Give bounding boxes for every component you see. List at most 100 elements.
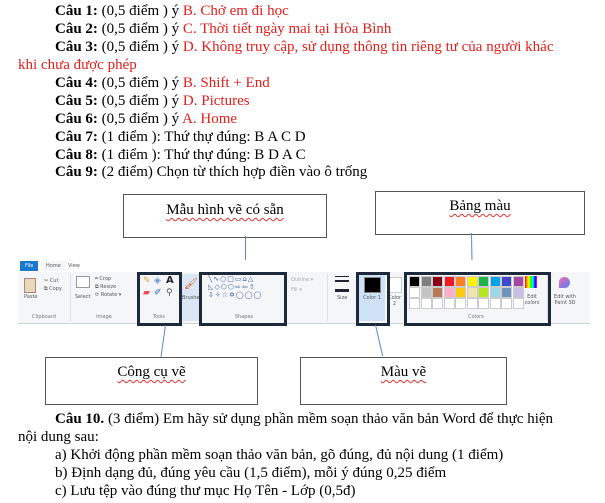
color-swatch[interactable] [489,298,501,309]
paste-icon [24,278,36,293]
color2-label: Color 2 [387,295,402,307]
color-swatch[interactable] [432,276,443,287]
color-swatch[interactable] [443,276,455,287]
answer-3-cont: khi chưa được phép [18,57,137,73]
pencil-icon[interactable]: ✎ [143,276,151,286]
color-swatch[interactable] [512,287,524,298]
color-swatch[interactable] [478,287,489,298]
select-button[interactable]: Select [75,294,91,300]
tools-highlight [137,272,182,326]
color-swatch[interactable] [466,276,478,287]
color1-button[interactable]: Color 1 [359,274,385,321]
color-swatch[interactable] [420,287,432,298]
copy-button[interactable]: ⧉ Copy [44,286,62,292]
group-outline-fill: Outline ▾ Fill ▾ [287,274,328,321]
edit-colors-icon [525,276,537,288]
callout-tools: Công cụ vẽ [45,357,258,405]
callout-shapes: Mẫu hình vẽ có sẵn [123,194,327,238]
group-label: Clipboard [32,314,56,320]
brushes-label: Brushes [182,295,203,301]
group-colors: Edit colors Colors [405,274,548,321]
text-icon[interactable]: A [166,275,174,286]
callout-palette: Bảng màu [375,191,585,235]
color-swatch[interactable] [501,276,512,287]
color-swatch[interactable] [443,287,455,298]
paint3d-icon [559,277,570,288]
color-swatch[interactable] [501,287,512,298]
color-swatch[interactable] [455,276,466,287]
answer-5: Câu 5: (0,5 điểm ) ý D. Pictures [55,93,250,109]
question-10-cont: nội dung sau: [18,429,99,445]
cut-button[interactable]: ✂ Cut [44,278,59,284]
size-icon [335,276,349,292]
color-swatch[interactable] [409,276,420,287]
color-swatch[interactable] [466,287,478,298]
color-swatch[interactable] [478,298,489,309]
colors-highlight [404,272,551,326]
q10-item-b: b) Định dạng đủ, đúng yêu cầu (1,5 điểm)… [55,465,447,481]
color-swatch[interactable] [466,298,478,309]
edit-colors-button[interactable]: Edit colors [524,294,540,306]
color-swatch[interactable] [489,287,501,298]
brush-icon: 🖌 [184,277,198,290]
answer-3: Câu 3: (0,5 điểm ) ý D. Không truy cập, … [55,39,554,55]
color-swatch[interactable] [489,276,501,287]
outline-button[interactable]: Outline ▾ [291,277,314,283]
group-label: Colors [468,314,484,320]
color-picker-icon[interactable]: ✐ [154,288,162,298]
size-label: Size [337,295,348,301]
brushes-button[interactable]: 🖌 Brushes [181,274,202,321]
color-swatch[interactable] [455,287,466,298]
ribbon-tabs: File Home View [18,260,590,272]
group-image: Select ⌗ Crop ⧉ Resize ⟳ Rotate ▾ Image [71,274,138,321]
tab-file[interactable]: File [20,261,39,271]
color-swatch[interactable] [443,298,455,309]
size-button[interactable]: Size [332,274,354,321]
fill-icon[interactable]: ◈ [154,276,161,286]
group-label: Image [96,314,112,320]
tab-home[interactable]: Home [41,261,66,271]
color2-swatch [388,277,402,293]
resize-button[interactable]: ⧉ Resize [95,284,117,290]
question-10: Câu 10. (3 điểm) Em hãy sử dụng phần mềm… [55,411,554,427]
answer-2: Câu 2: (0,5 điểm ) ý C. Thời tiết ngày m… [55,21,392,37]
color-swatch[interactable] [478,276,489,287]
connector-line [160,325,166,357]
fill-button[interactable]: Fill ▾ [291,287,302,293]
magnifier-icon[interactable]: ⚲ [166,288,173,298]
answer-1: Câu 1: (0,5 điểm ) ý B. Chở em đi học [55,3,289,19]
shapes-highlight [199,272,287,326]
color-swatch[interactable] [432,298,443,309]
q10-item-a: a) Khởi động phần mềm soạn thảo văn bản,… [55,447,504,463]
color1-label: Color 1 [363,295,381,301]
group-label: Tools [152,314,166,320]
eraser-icon[interactable]: ▰ [143,288,150,298]
color-swatch[interactable] [512,276,524,287]
color1-swatch [364,277,381,293]
shapes-gallery[interactable]: ╲∿○□▭⌂△◺◇⬠⬡⇨⇦⇧⇩✧☆✡◯◯◯ [208,275,263,299]
crop-button[interactable]: ⌗ Crop [95,276,112,282]
paint3d-label: Edit with Paint 3D [554,294,576,306]
rotate-button[interactable]: ⟳ Rotate ▾ [95,292,122,298]
color-swatch[interactable] [501,298,512,309]
color-swatch[interactable] [409,287,420,298]
callout-color: Màu vẽ [300,357,507,405]
paste-button[interactable]: Paste [24,294,38,300]
color-swatch[interactable] [432,287,443,298]
select-icon [76,276,90,288]
connector-line [245,236,246,269]
answer-8: Câu 8: (1 điểm ): Thứ thự đúng: B D A C [55,147,306,163]
paint-ribbon: File Home View Paste ✂ Cut ⧉ Copy Clipbo… [18,260,590,324]
connector-line [375,324,384,357]
answer-7: Câu 7: (1 điểm ): Thứ thự đúng: B A C D [55,129,306,145]
color-swatch[interactable] [409,298,420,309]
group-clipboard: Paste ✂ Cut ⧉ Copy Clipboard [18,274,71,321]
answer-9: Câu 9: (2 điểm) Chọn từ thích hợp điền v… [55,164,368,180]
color-swatch[interactable] [420,276,432,287]
color-swatch[interactable] [455,298,466,309]
paint3d-button[interactable]: Edit with Paint 3D [550,274,580,321]
q10-item-c: c) Lưu tệp vào đúng thư mục Họ Tên - Lớp… [55,483,356,499]
color-swatch[interactable] [512,298,524,309]
tab-view[interactable]: View [68,263,80,269]
color-swatch[interactable] [420,298,432,309]
